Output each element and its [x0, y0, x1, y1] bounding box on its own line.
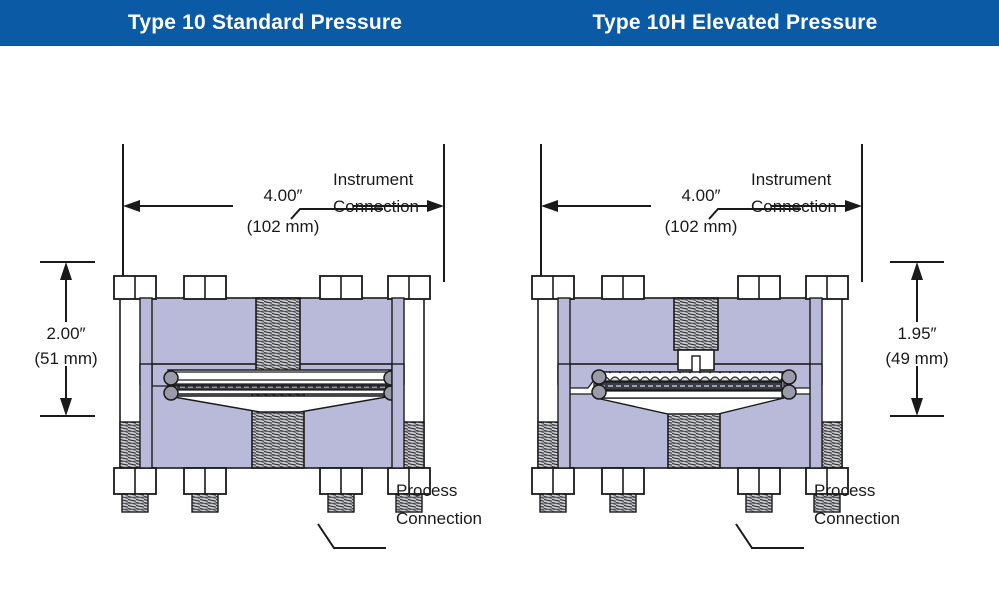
width-dimension-mm: (102 mm) — [665, 217, 738, 236]
height-dimension-mm: (49 mm) — [885, 349, 948, 368]
instrument-connection-line2: Connection — [333, 197, 419, 216]
o-ring — [591, 369, 607, 385]
process-connection-line2: Connection — [814, 509, 900, 528]
width-dimension-right: 4.00″ (102 mm) — [540, 144, 863, 282]
o-ring — [163, 370, 179, 386]
right-diagram-title: Type 10H Elevated Pressure — [592, 11, 878, 34]
title-bar: Type 10 Standard Pressure Type 10H Eleva… — [0, 0, 999, 46]
process-connection-callout-left: Process Connection — [317, 481, 482, 549]
diagram-type-10: 4.00″ (102 mm) 2.00″ (51 mm) Instrument … — [18, 144, 482, 549]
bolt-assembly — [183, 275, 227, 513]
process-connection-line2: Connection — [396, 509, 482, 528]
left-diagram-title: Type 10 Standard Pressure — [127, 11, 403, 34]
diagram-type-10h: 4.00″ (102 mm) 1.95″ (49 mm) Instrument … — [531, 144, 965, 549]
width-dimension-left: 4.00″ (102 mm) — [122, 144, 445, 282]
instrument-connection-callout-left: Instrument Connection — [290, 170, 419, 220]
o-ring — [781, 369, 797, 385]
process-connection-line1: Process — [814, 481, 875, 500]
technical-drawing: 4.00″ (102 mm) 2.00″ (51 mm) Instrument … — [18, 144, 965, 549]
instrument-connection-line1: Instrument — [751, 170, 832, 189]
bolt-assembly — [319, 275, 363, 513]
o-ring — [163, 385, 179, 401]
height-dimension-inches: 1.95″ — [897, 324, 936, 343]
width-dimension-mm: (102 mm) — [247, 217, 320, 236]
height-dimension-left: 2.00″ (51 mm) — [18, 261, 114, 417]
instrument-connection-line2: Connection — [751, 197, 837, 216]
height-dimension-inches: 2.00″ — [46, 324, 85, 343]
process-connection-line1: Process — [396, 481, 457, 500]
assembly-cross-section-type-10 — [113, 275, 431, 513]
assembly-cross-section-type-10h — [531, 275, 849, 513]
width-dimension-inches: 4.00″ — [263, 186, 302, 205]
bolt-assembly — [737, 275, 781, 513]
instrument-connection-line1: Instrument — [333, 170, 414, 189]
o-ring — [781, 384, 797, 400]
instrument-connection-callout-right: Instrument Connection — [708, 170, 837, 220]
width-dimension-inches: 4.00″ — [681, 186, 720, 205]
height-dimension-mm: (51 mm) — [34, 349, 97, 368]
o-ring — [591, 384, 607, 400]
bolt-assembly — [601, 275, 645, 513]
process-connection-callout-right: Process Connection — [735, 481, 900, 549]
diagram-canvas: 4.00″ (102 mm) 2.00″ (51 mm) Instrument … — [0, 46, 999, 606]
height-dimension-right: 1.95″ (49 mm) — [869, 261, 965, 417]
